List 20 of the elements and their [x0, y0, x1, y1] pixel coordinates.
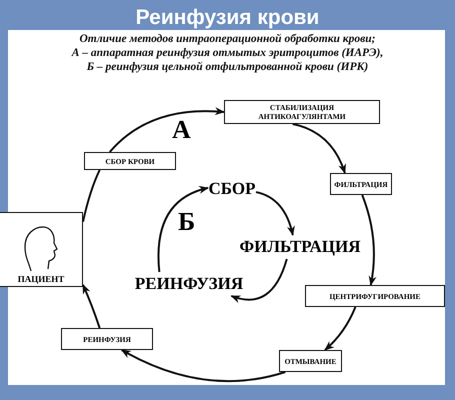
caption-line: А – аппаратная реинфузия отмытых эритроцитов (ИАРЭ), [72, 46, 384, 60]
cycle-letter: Б [178, 206, 196, 238]
arrow [120, 349, 286, 382]
caption-line: Б – реинфузия цельной отфильтрованной крови (ИРК) [86, 60, 368, 74]
arrow [109, 107, 225, 153]
arrow [82, 284, 101, 328]
arrow [324, 306, 356, 351]
patient-box [0, 212, 83, 287]
arrow [292, 123, 346, 174]
caption-line: Отличие методов интраоперационной обработки крови; [79, 32, 376, 46]
step-label: СБОР [208, 178, 256, 200]
cycle-letter: А [172, 114, 191, 146]
step-label: РЕИНФУЗИЯ [136, 272, 242, 296]
arrow [230, 258, 288, 303]
arrow [158, 186, 209, 272]
node-label: ПАЦИЕНТ [18, 274, 64, 284]
title: Реинфузия крови [134, 5, 320, 31]
arrow [256, 191, 295, 236]
step-label: ФИЛЬТРАЦИЯ [240, 235, 360, 259]
arrow [361, 194, 376, 286]
